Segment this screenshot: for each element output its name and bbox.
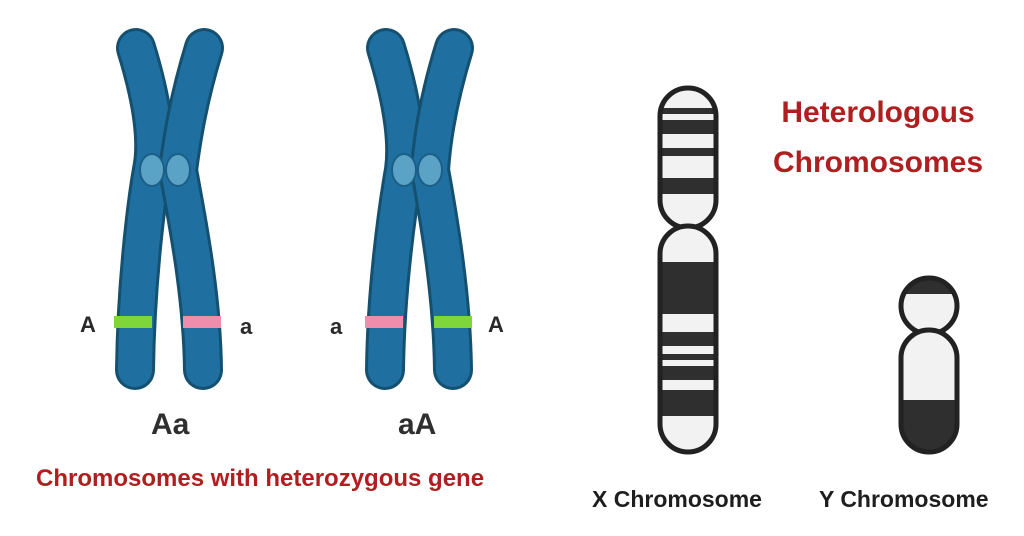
allele-label: A [488,312,504,337]
genotype-label: Aa [151,408,190,441]
allele-band-recessive [183,316,221,328]
centromere [165,153,191,187]
centromere [139,153,165,187]
title-line-1: Heterologous [781,96,975,129]
centromere [391,153,417,187]
allele-label: a [240,314,253,339]
title-line-2: Chromosomes [772,146,984,179]
allele-band-dominant [114,316,152,328]
chromosome-pair-aa [114,28,224,390]
allele-label: A [80,312,96,337]
heterozygous-caption: Chromosomes with heterozygous gene [36,465,485,492]
chromosome-pair-aa-2 [365,28,474,390]
allele-band-dominant [434,316,472,328]
centromere [417,153,443,187]
x-chromosome-label: X Chromosome [592,486,762,512]
y-chromosome-label: Y Chromosome [819,486,989,512]
genotype-label: aA [398,408,437,441]
y-chromosome [898,275,960,455]
x-chromosome [657,85,719,455]
allele-label: a [330,314,343,339]
allele-band-recessive [365,316,403,328]
